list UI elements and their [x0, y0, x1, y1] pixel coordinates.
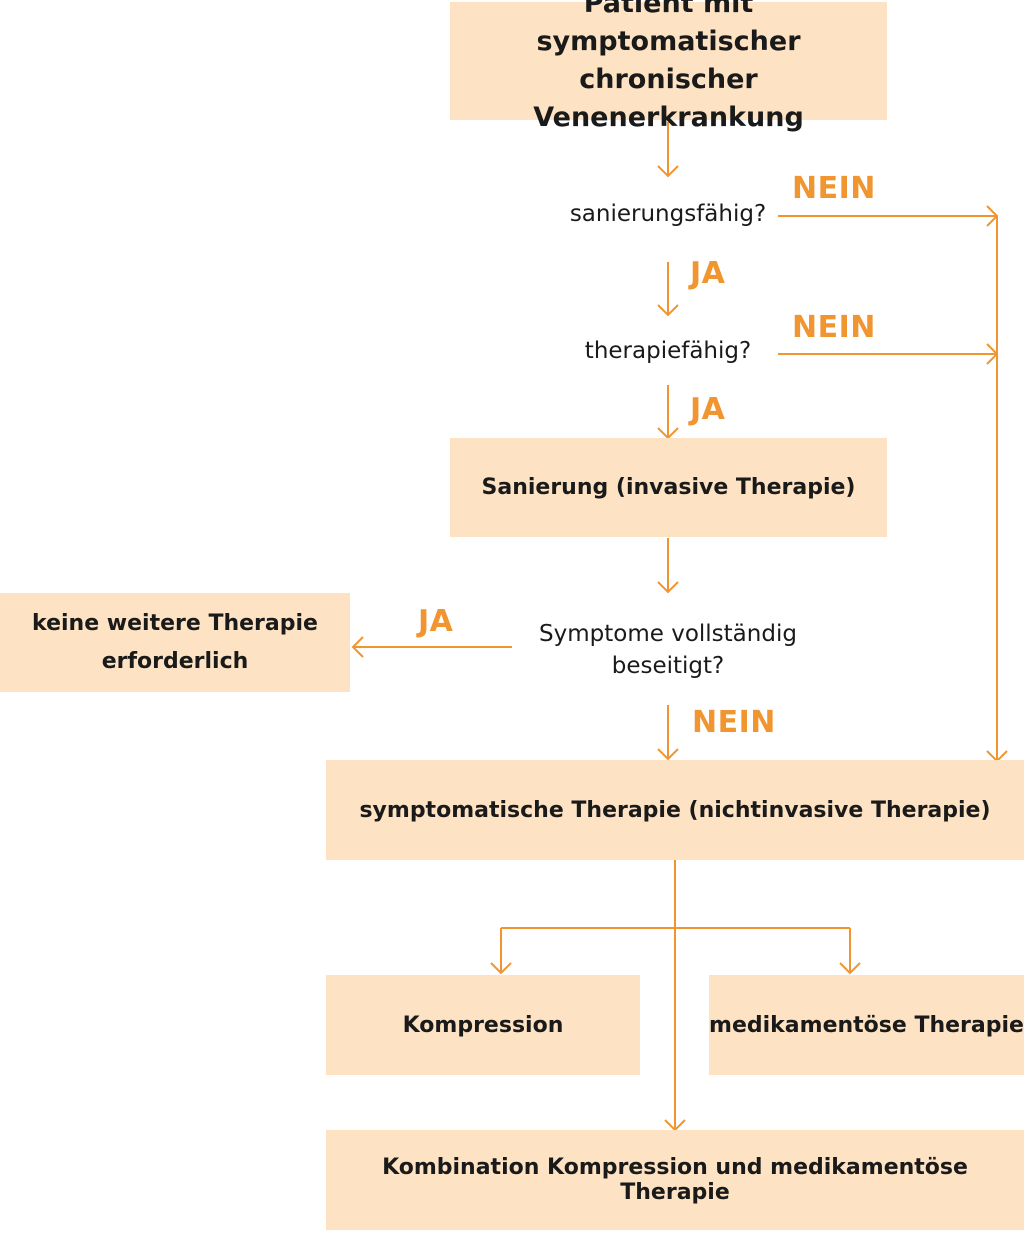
- label-yes-sanierungsfaehig: JA: [690, 256, 726, 291]
- label-no-symptome: NEIN: [692, 705, 776, 740]
- decision-symptome: Symptome vollständig beseitigt?: [518, 618, 818, 682]
- medikamentoese-label: medikamentöse Therapie: [709, 1012, 1024, 1038]
- symptomatische-therapie-node: symptomatische Therapie (nichtinvasive T…: [326, 760, 1024, 860]
- keine-therapie-line2: erforderlich: [101, 648, 249, 674]
- medikamentoese-node: medikamentöse Therapie: [709, 975, 1024, 1075]
- kombination-label: Kombination Kompression und medikamentös…: [382, 1155, 968, 1205]
- label-no-therapiefaehig: NEIN: [792, 310, 876, 345]
- decision-therapiefaehig: therapiefähig?: [584, 338, 752, 364]
- start-node-line2: chronischer Venenerkrankung: [533, 64, 804, 133]
- label-no-sanierungsfaehig: NEIN: [792, 171, 876, 206]
- kompression-node: Kompression: [326, 975, 640, 1075]
- kompression-label: Kompression: [402, 1012, 564, 1038]
- sanierung-node: Sanierung (invasive Therapie): [450, 438, 887, 537]
- start-node: Patient mit symptomatischer chronischer …: [450, 0, 887, 133]
- symptomatische-therapie-label: symptomatische Therapie (nichtinvasive T…: [359, 797, 991, 823]
- decision-symptome-line1: Symptome vollständig: [539, 621, 797, 647]
- keine-therapie-line1: keine weitere Therapie: [32, 610, 318, 636]
- start-node-line1: Patient mit symptomatischer: [536, 0, 801, 57]
- decision-sanierungsfaehig: sanierungsfähig?: [569, 201, 767, 227]
- keine-therapie-node: keine weitere Therapie erforderlich: [0, 593, 350, 692]
- kombination-node: Kombination Kompression und medikamentös…: [326, 1130, 1024, 1230]
- sanierung-label: Sanierung (invasive Therapie): [481, 475, 856, 500]
- label-yes-symptome: JA: [418, 604, 454, 639]
- label-yes-therapiefaehig: JA: [690, 392, 726, 427]
- decision-symptome-line2: beseitigt?: [611, 653, 725, 679]
